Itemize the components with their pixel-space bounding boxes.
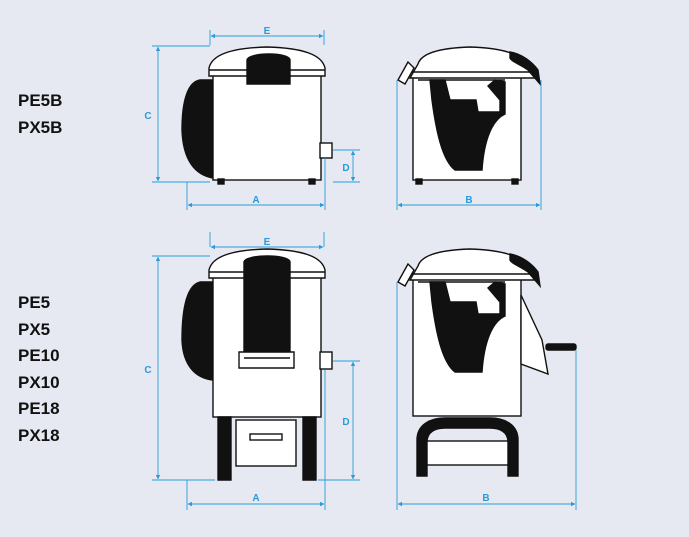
model-name: PE5B [18,91,63,110]
dimension-label-e: E [264,237,271,248]
dimension-label-c: C [144,365,151,376]
dimension-label-b: B [482,493,489,504]
dimension-label-a: A [252,493,259,504]
model-name: PE18 [18,399,60,418]
model-name: PE10 [18,346,60,365]
model-name: PX5B [18,117,63,137]
peeler-front-view-floor [181,248,333,481]
model-name: PE5 [18,293,51,312]
dimension-label-c: C [144,111,151,122]
model-name: PX5 [18,319,51,339]
dimension-label-b: B [465,195,472,206]
dimension-label-a: A [252,195,259,206]
model-name: PX10 [18,372,60,392]
model-name: PX18 [18,425,60,445]
peeler-side-view-benchtop [397,46,542,185]
dimension-label-d: D [342,417,349,428]
dimension-lines-floor [152,232,577,510]
dimension-label-e: E [264,26,271,37]
peeler-side-view-floor [397,248,577,477]
peeler-front-view-benchtop [181,46,333,185]
dimension-label-d: D [342,163,349,174]
model-list-benchtop: PE5B PX5B [18,88,62,141]
model-list-floor: PE5 PX5 PE10 PX10 PE18 PX18 [18,290,60,449]
dimension-lines-benchtop [152,30,542,210]
